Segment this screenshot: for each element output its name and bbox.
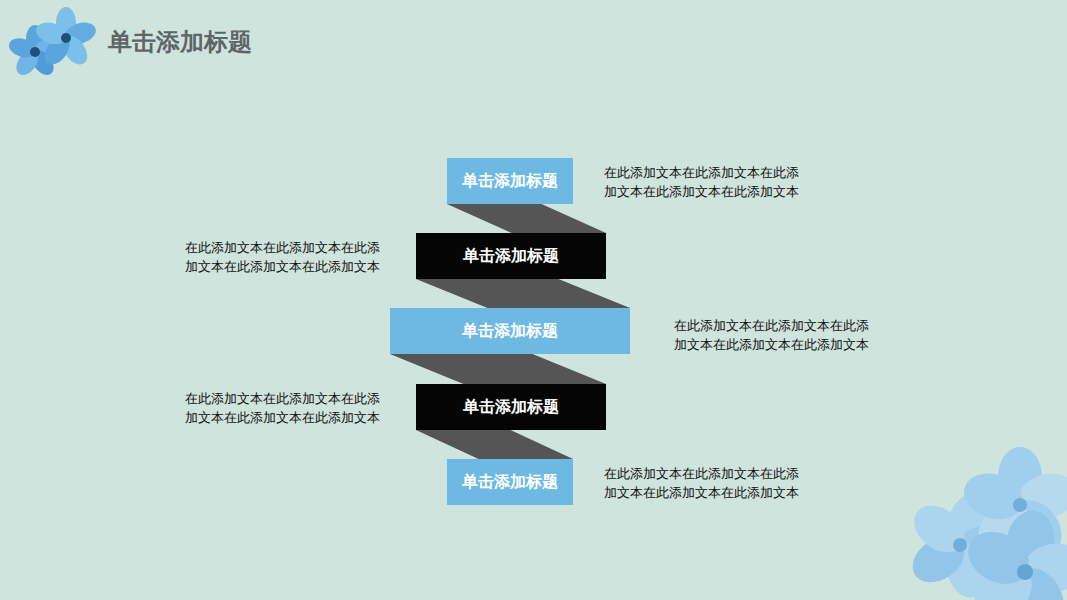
step-box: 单击添加标题 xyxy=(390,308,630,354)
ribbon-connector xyxy=(390,354,606,384)
description-text: 在此添加文本在此添加文本在此添 加文本在此添加文本在此添加文本 xyxy=(604,464,804,502)
flower-bottom-right xyxy=(904,447,1067,600)
step-box: 单击添加标题 xyxy=(416,384,606,430)
ribbon-connector xyxy=(416,279,630,308)
flower-top-left xyxy=(7,7,99,79)
step-title: 单击添加标题 xyxy=(462,472,558,491)
description-text: 在此添加文本在此添加文本在此添 加文本在此添加文本在此添加文本 xyxy=(185,238,385,276)
description-text: 在此添加文本在此添加文本在此添 加文本在此添加文本在此添加文本 xyxy=(185,389,385,427)
step-title: 单击添加标题 xyxy=(463,246,559,265)
step-title: 单击添加标题 xyxy=(462,171,558,190)
description-text: 在此添加文本在此添加文本在此添 加文本在此添加文本在此添加文本 xyxy=(604,163,804,201)
slide-title: 单击添加标题 xyxy=(108,26,252,58)
step-box: 单击添加标题 xyxy=(447,158,573,204)
step-title: 单击添加标题 xyxy=(462,321,558,340)
step-box: 单击添加标题 xyxy=(416,233,606,279)
step-box: 单击添加标题 xyxy=(447,459,573,505)
ribbon-connector xyxy=(447,204,606,233)
description-text: 在此添加文本在此添加文本在此添 加文本在此添加文本在此添加文本 xyxy=(674,316,874,354)
step-title: 单击添加标题 xyxy=(463,397,559,416)
ribbon-connector xyxy=(416,430,573,459)
